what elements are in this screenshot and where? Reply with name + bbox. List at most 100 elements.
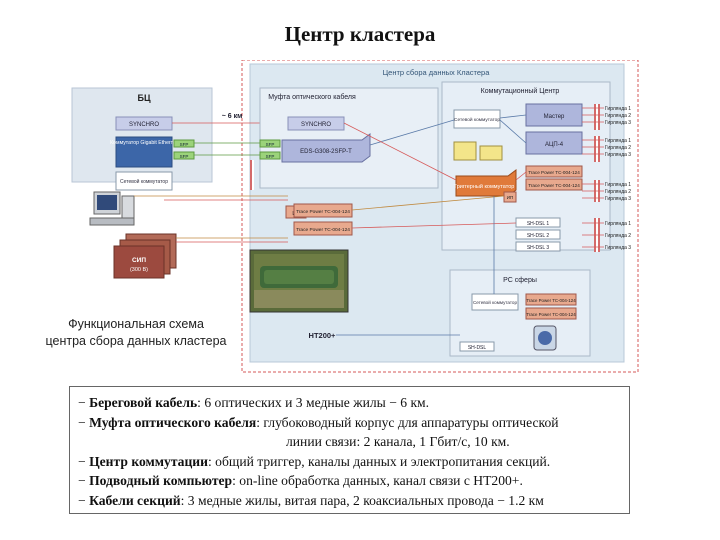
- connector-left: [250, 160, 254, 190]
- desc-line: − Подводный компьютер: on-line обработка…: [78, 473, 523, 489]
- link-power-2: [351, 222, 517, 229]
- sfp-left-1-label: SFP: [180, 142, 189, 147]
- synchro-right-label: SYNCHRO: [301, 122, 331, 128]
- ps-mid-box: [503, 191, 517, 203]
- yellow-box-1: [453, 141, 477, 161]
- ps-mid-label: ИП: [507, 195, 513, 200]
- desc-line: − Береговой кабель: 6 оптических и 3 мед…: [78, 395, 430, 410]
- shdsl-3-label: SH-DSL 3: [527, 245, 550, 251]
- desc-term: Центр коммутации: [89, 453, 208, 469]
- coupling-title: Муфта оптического кабеля: [268, 93, 356, 101]
- trace-power-6-box: [525, 307, 577, 320]
- garland-label: Гирлянда 1: [605, 138, 631, 144]
- garland-label: Гирлянда 3: [605, 152, 631, 158]
- sip-sublabel: (300 В): [130, 267, 148, 273]
- desc-line: − Кабели секций: 3 медные жилы, витая па…: [78, 492, 544, 508]
- garland-label: Гирлянда 2: [605, 189, 631, 195]
- trace-power-2-label: Trace Power TC-004-124: [296, 227, 350, 233]
- shdsl-1-box: [515, 217, 561, 228]
- garland-label: Гирлянда 2: [605, 233, 631, 239]
- trace-power-6-label: Trace Power TC-004-124: [526, 312, 576, 317]
- connector-2: [594, 136, 600, 162]
- shdsl-3-box: [515, 241, 561, 252]
- synchro-right-box: [287, 116, 345, 131]
- link-synchro-trigger: [343, 122, 457, 181]
- shdsl-2-label: SH-DSL 2: [527, 233, 550, 239]
- link-eds-switch: [369, 119, 455, 146]
- trace-power-3-box: [525, 165, 583, 178]
- trigger-label: Триггерный коммутатор: [454, 183, 515, 190]
- net-switch-left-label: Сетевой коммутатор: [120, 178, 168, 185]
- desc-term: Подводный компьютер: [89, 473, 233, 489]
- trigger-box: [455, 169, 517, 197]
- center-title: Центр сбора данных Кластера: [383, 68, 491, 77]
- eds-label: EDS-G308-2SFP-T: [300, 149, 352, 155]
- garland-label: Гирлянда 1: [605, 106, 631, 112]
- desc-term: Кабели секций: [89, 492, 181, 508]
- eds-box: [281, 133, 371, 163]
- trace-power-5-label: Trace Power TC-004-124: [526, 298, 576, 303]
- trace-power-4-label: Trace Power TC-004-124: [528, 183, 580, 188]
- sfp-left-2-label: SFP: [180, 154, 189, 159]
- description-box: − Береговой кабель: 6 оптических и 3 мед…: [69, 386, 630, 514]
- garland-label: Гирлянда 1: [605, 221, 631, 227]
- desc-line: − Муфта оптического кабеля: глубоководны…: [78, 414, 559, 430]
- shdsl-2-box: [515, 229, 561, 240]
- caption-line-1: Функциональная схема: [68, 317, 204, 331]
- garland-label: Гирлянда 2: [605, 145, 631, 151]
- caption-line-2: центра сбора данных кластера: [45, 334, 227, 348]
- shdsl-pc-label: SH-DSL: [468, 345, 487, 351]
- switching-title: Коммутационный Центр: [481, 87, 560, 95]
- gigabit-switch-box: [115, 136, 173, 168]
- net-switch-left-box: [115, 171, 173, 191]
- coupling-panel: [259, 87, 439, 189]
- trace-power-3-label: Trace Power TC-004-124: [528, 170, 580, 175]
- diagram-caption: Функциональная схема центра сбора данных…: [22, 316, 250, 350]
- garland-label: Гирлянда 3: [605, 245, 631, 251]
- coupling-photo: [249, 249, 349, 313]
- shdsl-1-label: SH-DSL 1: [527, 221, 550, 227]
- garland-label: Гирлянда 1: [605, 182, 631, 188]
- km-label: ~ 6 км: [222, 113, 243, 120]
- link-switch-master: [499, 114, 527, 119]
- computer-icon: [89, 191, 135, 226]
- link-switch-adc: [499, 119, 527, 144]
- diagram-svg: Центр сбора данных Кластера БЦ SYNCHRO К…: [71, 59, 639, 373]
- sfp-right-2-label: SFP: [266, 154, 275, 159]
- link-trigger-trace: [515, 171, 527, 181]
- yellow-box-2: [479, 145, 503, 161]
- synchro-left-label: SYNCHRO: [129, 122, 159, 128]
- desc-line: линии связи: 2 канала, 1 Гбит/с, 10 км.: [286, 434, 510, 450]
- net-switch-center-box: [453, 109, 501, 129]
- synchro-left-box: [115, 116, 173, 131]
- bc-label: БЦ: [137, 93, 150, 103]
- page-title: Центр кластера: [284, 22, 436, 46]
- shdsl-pc-box: [459, 341, 495, 352]
- pc-title: PC сферы: [503, 277, 537, 284]
- connector-1: [594, 104, 600, 130]
- sfp-left-2: [173, 151, 195, 160]
- master-label: Мастер: [544, 114, 565, 120]
- center-outer-frame: [241, 59, 639, 373]
- desc-term: Береговой кабель: [89, 395, 198, 410]
- trace-power-1-label: Trace Power TC-004-124: [296, 209, 350, 215]
- net-switch-pc-label: Сетевой коммутатор: [473, 299, 518, 305]
- garland-label: Гирлянда 3: [605, 120, 631, 126]
- sip-label: СИП: [132, 257, 146, 264]
- gigabit-switch-label: Коммутатор Gigabit Ethernet: [110, 140, 178, 146]
- sip-power-supply: [113, 233, 177, 279]
- desc-line: − Центр коммутации: общий триггер, канал…: [78, 453, 551, 469]
- adc-label: АЦП-4: [545, 142, 564, 148]
- net-switch-pc-box: [471, 293, 519, 311]
- sfp-right-1-label: SFP: [266, 142, 275, 147]
- trace-power-4-box: [525, 178, 583, 191]
- sfp-right-2: [259, 151, 281, 160]
- server-icon: [533, 325, 557, 351]
- sfp-right-1: [259, 139, 281, 148]
- net-switch-center-label: Сетевой коммутатор: [454, 116, 500, 123]
- cluster-center-diagram: Центр сбора данных Кластера БЦ SYNCHRO К…: [64, 59, 640, 375]
- ht200-label: HT200+: [309, 331, 337, 340]
- garland-label: Гирлянда 3: [605, 196, 631, 202]
- sfp-left-1: [173, 139, 195, 148]
